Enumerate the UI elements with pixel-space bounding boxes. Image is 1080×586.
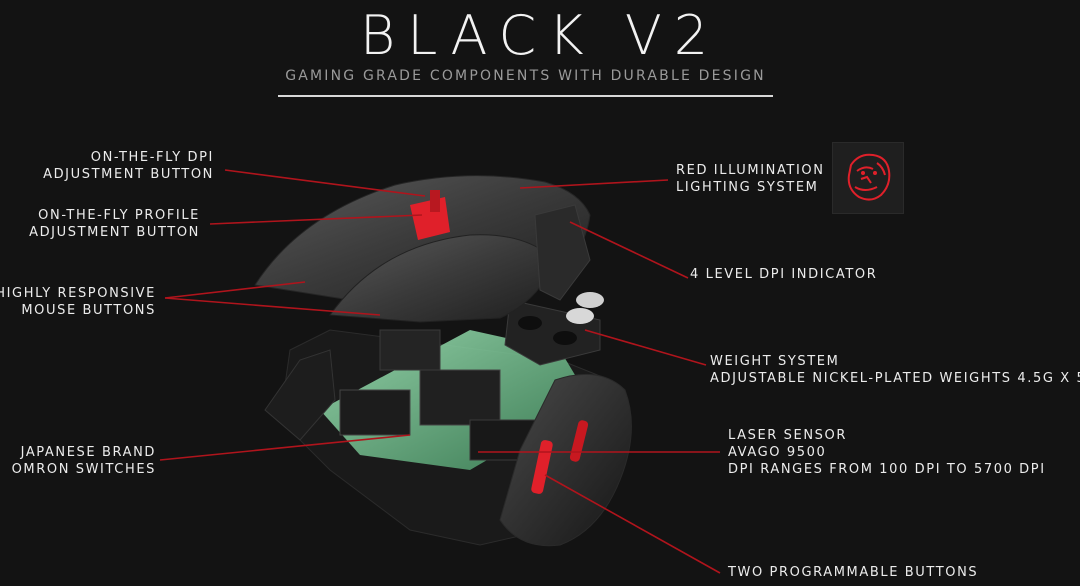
leader-line-profile-button bbox=[209, 214, 423, 225]
leader-line-omron bbox=[159, 434, 411, 461]
callout-weight-system: WEIGHT SYSTEM ADJUSTABLE NICKEL-PLATED W… bbox=[710, 354, 1080, 386]
tiger-head-logo-icon bbox=[847, 153, 891, 201]
brand-logo bbox=[832, 142, 904, 214]
leader-lines bbox=[159, 169, 721, 574]
callout-programmable-buttons: TWO PROGRAMMABLE BUTTONS bbox=[728, 565, 979, 580]
callout-dpi-indicator: 4 LEVEL DPI INDICATOR bbox=[690, 267, 878, 282]
page-subtitle: GAMING GRADE COMPONENTS WITH DURABLE DES… bbox=[285, 68, 766, 84]
leader-line-mouse-button-1 bbox=[164, 281, 306, 299]
leader-line-dpi-button bbox=[224, 169, 426, 197]
leader-line-mouse-button-2 bbox=[164, 297, 381, 316]
callout-omron-switches: JAPANESE BRAND OMRON SWITCHES bbox=[11, 445, 156, 477]
leader-line-illumination bbox=[519, 179, 669, 189]
leader-line-weight bbox=[584, 329, 707, 366]
leader-line-programmable bbox=[544, 474, 721, 574]
callout-profile-button: ON-THE-FLY PROFILE ADJUSTMENT BUTTON bbox=[29, 208, 200, 240]
callout-dpi-button: ON-THE-FLY DPI ADJUSTMENT BUTTON bbox=[43, 150, 214, 182]
leader-line-dpi-indicator bbox=[569, 221, 689, 279]
page-title: BLACK V2 bbox=[359, 4, 721, 67]
title-divider bbox=[278, 95, 773, 97]
callout-mouse-buttons: HIGHLY RESPONSIVE MOUSE BUTTONS bbox=[0, 286, 156, 318]
callout-laser-sensor: LASER SENSOR AVAGO 9500 DPI RANGES FROM … bbox=[728, 428, 1046, 477]
callout-illumination: RED ILLUMINATION LIGHTING SYSTEM bbox=[676, 163, 825, 195]
